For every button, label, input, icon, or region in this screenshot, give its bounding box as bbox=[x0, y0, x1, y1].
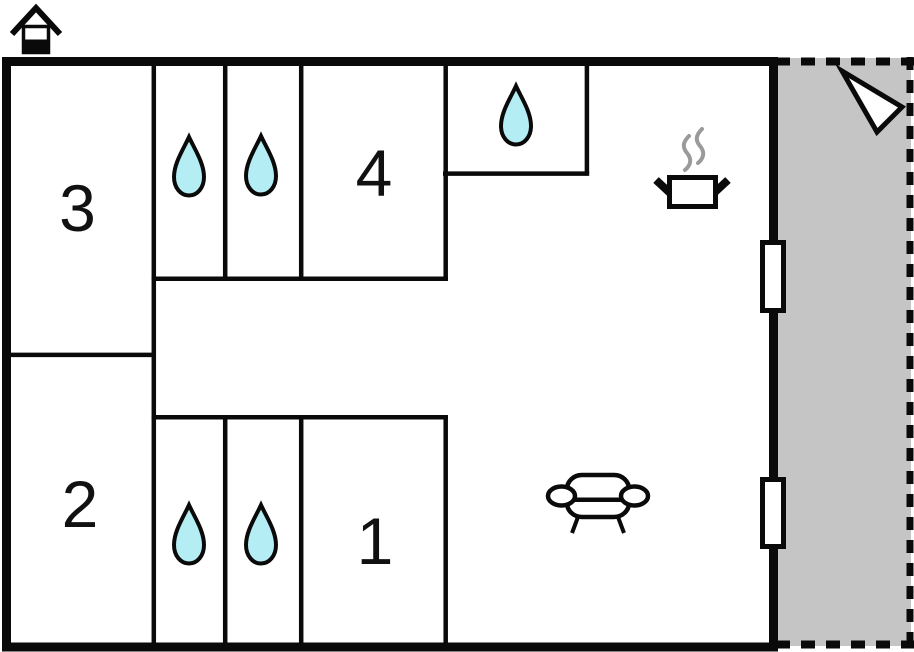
house-icon-roof bbox=[9, 3, 63, 37]
sofa-leg bbox=[570, 516, 580, 534]
water-drop-icon bbox=[243, 131, 279, 197]
steam-icon bbox=[681, 134, 693, 172]
north-arrow-icon bbox=[835, 63, 907, 137]
water-drop-icon bbox=[171, 500, 207, 566]
pot-body bbox=[667, 175, 718, 209]
steam-icon bbox=[694, 127, 706, 165]
water-drop-icon bbox=[171, 132, 207, 198]
room-1-label: 1 bbox=[357, 504, 394, 578]
water-drop-icon bbox=[243, 500, 279, 566]
house-icon-base bbox=[22, 39, 50, 54]
room-4-label: 4 bbox=[356, 136, 393, 210]
door-icon bbox=[760, 240, 786, 313]
terrace-fill bbox=[778, 58, 911, 646]
cooking-pot-icon bbox=[653, 127, 731, 209]
inner-walls bbox=[4, 61, 590, 645]
sofa-leg bbox=[616, 516, 626, 534]
sofa-armrest bbox=[545, 484, 578, 508]
room-2-label: 2 bbox=[62, 467, 99, 541]
water-drop-icon bbox=[498, 81, 534, 147]
door-icon bbox=[760, 477, 786, 549]
house-icon bbox=[9, 3, 63, 55]
sofa-icon bbox=[545, 472, 651, 534]
room-3-label: 3 bbox=[59, 171, 96, 245]
terrace-area bbox=[776, 57, 914, 650]
sofa-armrest bbox=[618, 484, 651, 508]
